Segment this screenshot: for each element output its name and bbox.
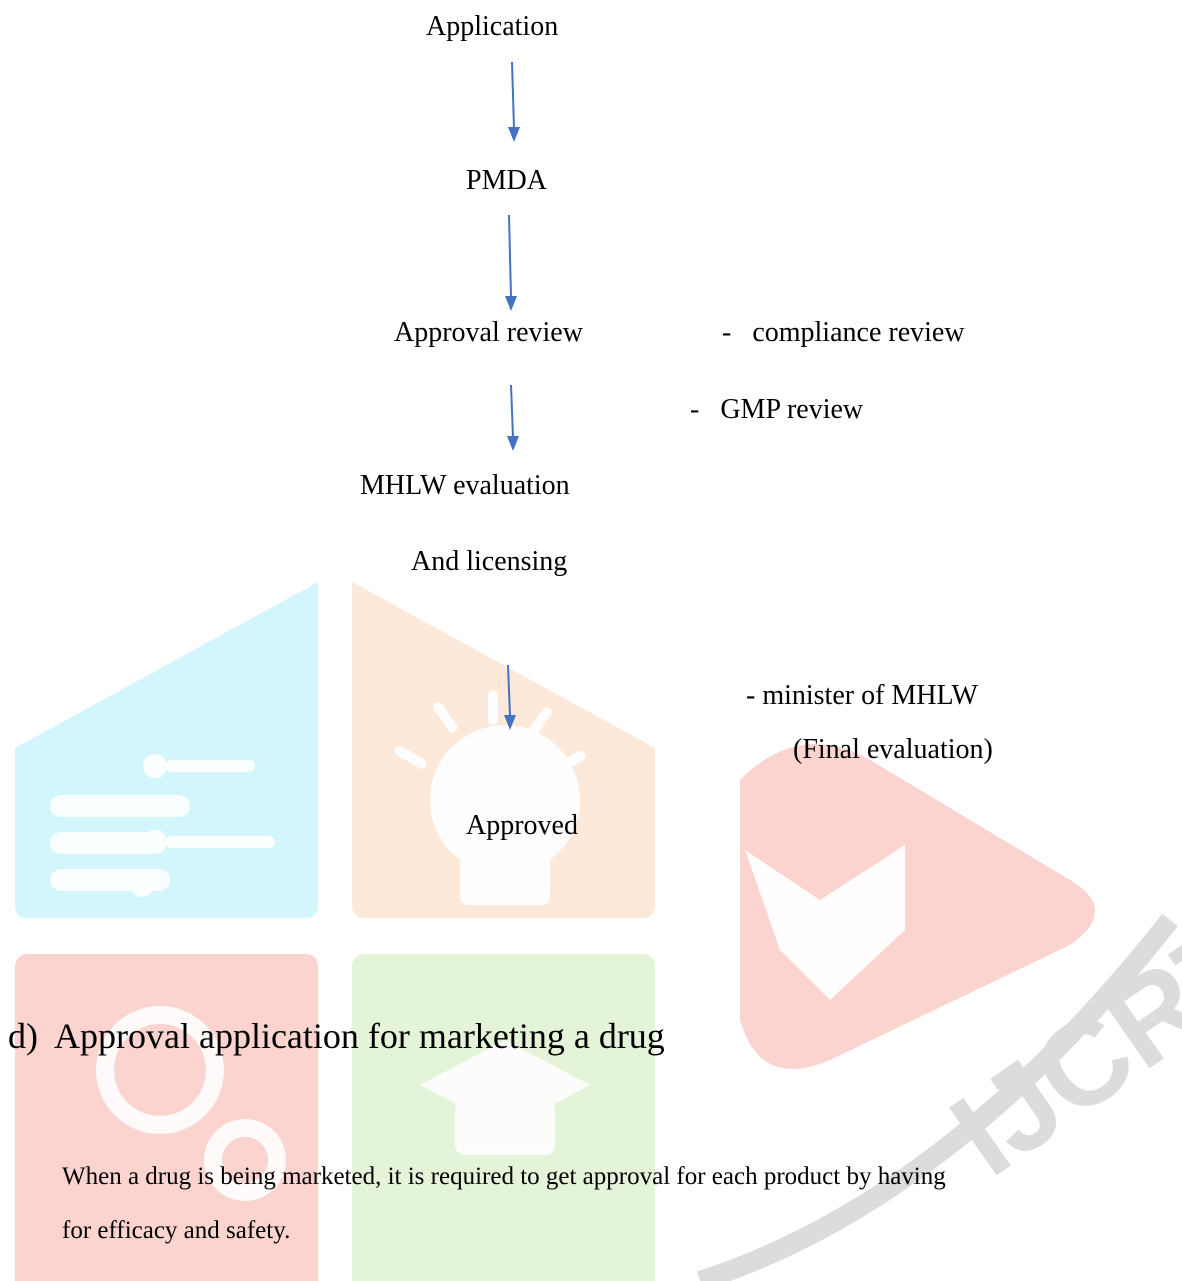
arrow-licensing-to-approved xyxy=(507,664,511,717)
gears-icon xyxy=(96,1006,286,1201)
arrow-approval-review-to-mhlw xyxy=(510,384,514,438)
paragraph-line-2: for efficacy and safety. xyxy=(62,1217,291,1244)
note-final-evaluation: (Final evaluation) xyxy=(793,734,993,765)
paragraph-line-1: When a drug is being marketed, it is req… xyxy=(62,1163,946,1190)
graduation-cap-icon xyxy=(420,1040,590,1155)
flow-step-application: Application xyxy=(426,11,559,42)
note-compliance-review: - compliance review xyxy=(722,317,965,348)
note-gmp-review: - GMP review xyxy=(690,394,864,425)
flow-step-and-licensing: And licensing xyxy=(411,546,568,577)
watermark-grey-swoosh xyxy=(696,913,1178,1281)
open-book-icon xyxy=(745,845,905,1000)
cloud-circuit-icon xyxy=(50,754,275,897)
flow-step-approval-review: Approval review xyxy=(394,317,583,348)
note-minister-of-mhlw: - minister of MHLW xyxy=(746,680,978,711)
section-heading: d) Approval application for marketing a … xyxy=(8,1016,665,1056)
flow-step-approved: Approved xyxy=(466,810,578,841)
arrow-pmda-to-approval-review xyxy=(508,214,512,298)
arrow-application-to-pmda xyxy=(511,61,515,129)
flow-step-pmda: PMDA xyxy=(466,165,547,196)
arrow-pmda-to-approval-review-head xyxy=(505,296,517,311)
lightbulb-icon xyxy=(394,690,586,905)
flow-step-mhlw-evaluation: MHLW evaluation xyxy=(360,470,570,501)
arrow-approval-review-to-mhlw-head xyxy=(507,436,519,451)
arrow-licensing-to-approved-head xyxy=(504,715,516,730)
arrow-application-to-pmda-head xyxy=(508,127,520,142)
